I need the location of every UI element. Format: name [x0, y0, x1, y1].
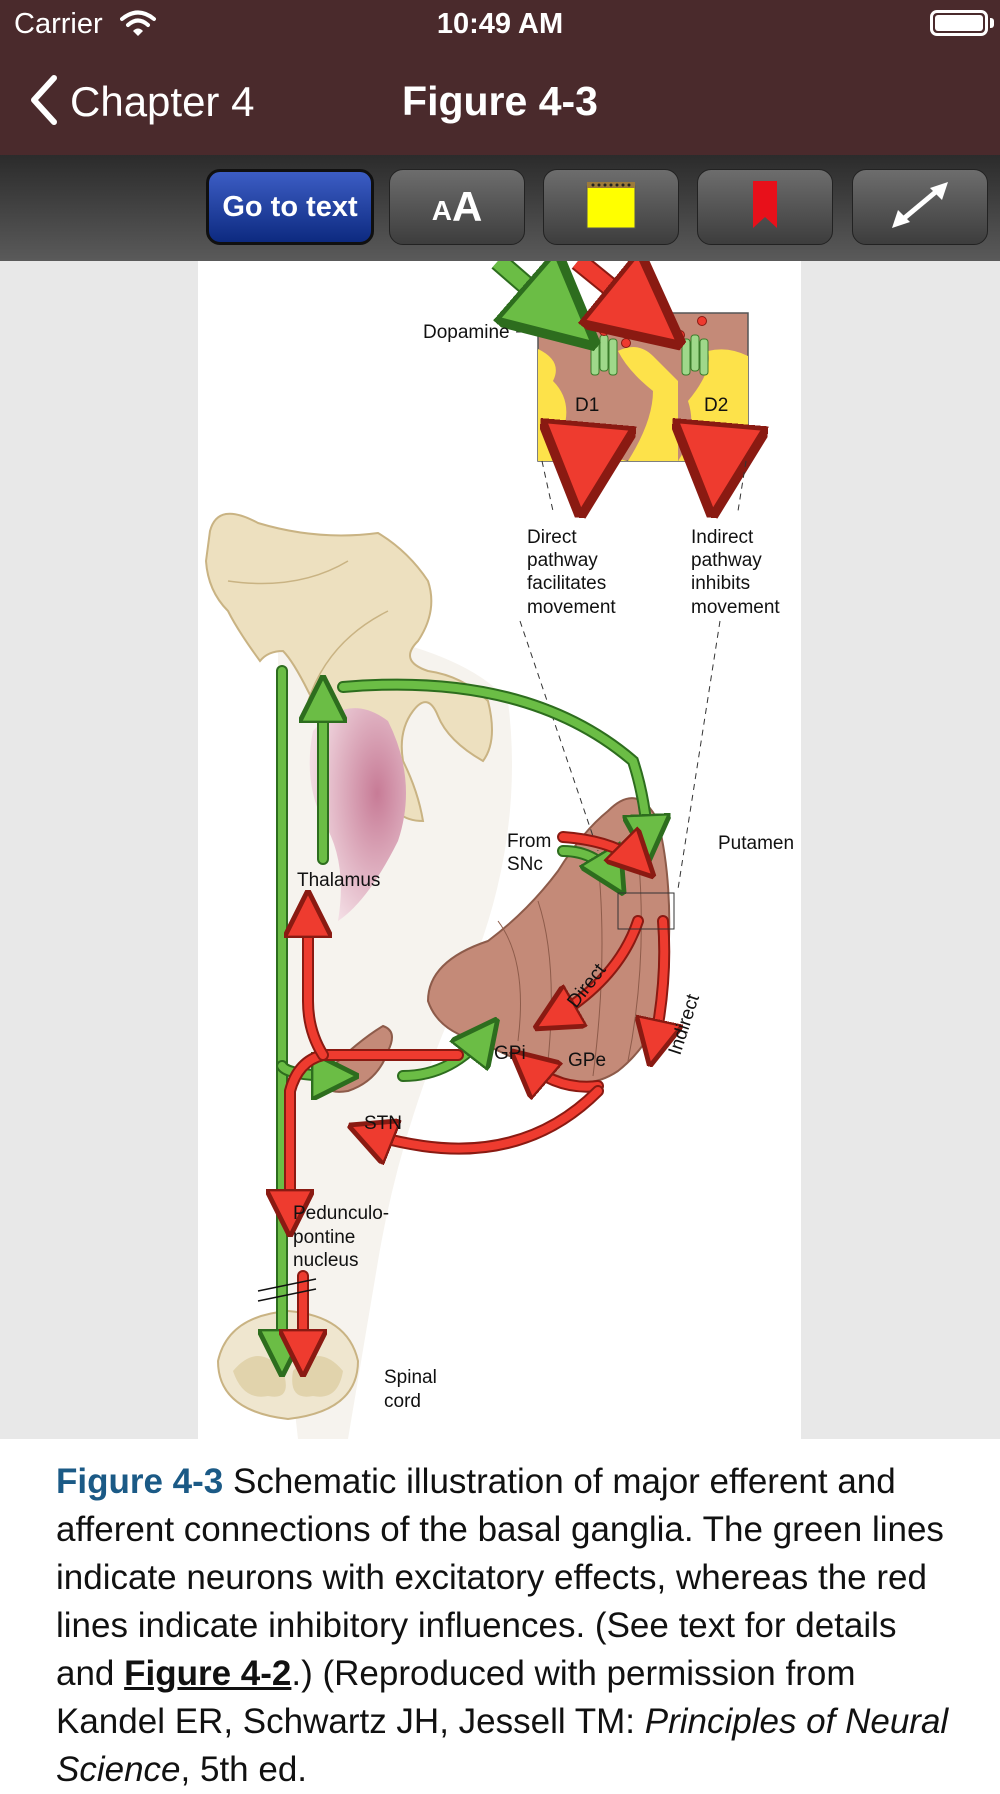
- page-title: Figure 4-3: [402, 78, 598, 124]
- caption-title: Figure 4-3: [56, 1462, 224, 1501]
- thalamus-label: Thalamus: [297, 870, 380, 891]
- indirect-pathway-label-3: inhibits: [691, 573, 750, 594]
- clock: 10:49 AM: [436, 8, 564, 40]
- figure-image[interactable]: Dopamine D1 D2 Direct pathway facilitate…: [198, 261, 801, 1439]
- ppn-label-2: pontine: [293, 1227, 355, 1248]
- note-button[interactable]: [543, 169, 679, 245]
- cortex-to-putamen-path: [339, 680, 648, 846]
- stn-label: STN: [364, 1113, 402, 1134]
- d1-label: D1: [575, 395, 599, 416]
- spinal-cord-label-2: cord: [384, 1391, 421, 1412]
- battery-nub: [990, 18, 994, 28]
- thalamus-shape: [309, 708, 406, 921]
- carrier-label: Carrier: [14, 8, 103, 40]
- ppn-label-1: Pedunculo-: [293, 1203, 389, 1224]
- from-snc-label-1: From: [507, 831, 551, 852]
- bookmark-icon: [752, 180, 778, 234]
- cortex-shape: [204, 512, 493, 823]
- dopamine-label: Dopamine: [423, 322, 510, 343]
- caption-text-3: , 5th ed.: [180, 1750, 308, 1789]
- stn-to-gpi-path: [399, 1031, 488, 1080]
- battery-icon: [930, 10, 988, 36]
- putamen-label: Putamen: [718, 833, 794, 854]
- snc-red-path: [559, 837, 643, 866]
- spinal-cord-label-1: Spinal: [384, 1367, 437, 1388]
- direct-pathway-arrow: [548, 917, 642, 1021]
- expand-button[interactable]: [852, 169, 988, 245]
- gpi-label: GPi: [494, 1043, 526, 1064]
- direct-pathway-label-4: movement: [527, 597, 616, 618]
- ppn-label-3: nucleus: [293, 1250, 359, 1271]
- gpe-to-stn-path: [363, 1087, 602, 1149]
- indirect-pathway-label-1: Indirect: [691, 527, 754, 548]
- go-to-text-button[interactable]: Go to text: [206, 169, 374, 245]
- status-bar: Carrier 10:49 AM: [0, 0, 1000, 50]
- direct-pathway-label-3: facilitates: [527, 573, 606, 594]
- d2-label: D2: [704, 395, 728, 416]
- notepad-icon: [585, 180, 637, 235]
- figure-caption: Figure 4-3 Schematic illustration of maj…: [56, 1458, 956, 1794]
- back-label: Chapter 4: [70, 78, 255, 125]
- expand-arrows-icon: [888, 180, 952, 235]
- bookmark-button[interactable]: [697, 169, 833, 245]
- d2-receptor: [681, 334, 709, 376]
- wifi-icon: [120, 10, 156, 41]
- indirect-pathway-label-4: movement: [691, 597, 780, 618]
- font-size-small-glyph: A: [431, 195, 452, 226]
- figure-link[interactable]: Figure 4-2: [124, 1654, 292, 1693]
- font-size-large-glyph: A: [451, 183, 483, 230]
- caption-text-1: Schematic illustration of major efferent…: [56, 1462, 944, 1693]
- navigation-bar: Chapter 4 Figure 4-3: [0, 50, 1000, 155]
- d1-output-arrow: [583, 429, 588, 486]
- direct-pathway-label-1: Direct: [527, 527, 577, 548]
- gpe-label: GPe: [568, 1050, 606, 1071]
- indirect-pathway-label-2: pathway: [691, 550, 762, 571]
- d1-receptor: [590, 334, 618, 376]
- direct-pathway-label-2: pathway: [527, 550, 598, 571]
- basal-ganglia-diagram: Dopamine D1 D2 Direct pathway facilitate…: [204, 261, 794, 1439]
- caption-text-2: .) (Reproduced with permission from Kand…: [56, 1654, 856, 1741]
- synapse-marker-box: [617, 892, 675, 930]
- from-snc-label-2: SNc: [507, 854, 543, 875]
- gpe-to-gpi-path: [523, 1061, 602, 1087]
- back-button[interactable]: Chapter 4: [28, 74, 254, 130]
- indirect-path-label: Indirect: [665, 991, 704, 1057]
- d2-output-arrow: [715, 429, 720, 486]
- chevron-left-icon: [28, 74, 58, 131]
- gpi-to-thalamus-path: [308, 906, 323, 1059]
- indirect-pathway-arrow: [653, 917, 664, 1051]
